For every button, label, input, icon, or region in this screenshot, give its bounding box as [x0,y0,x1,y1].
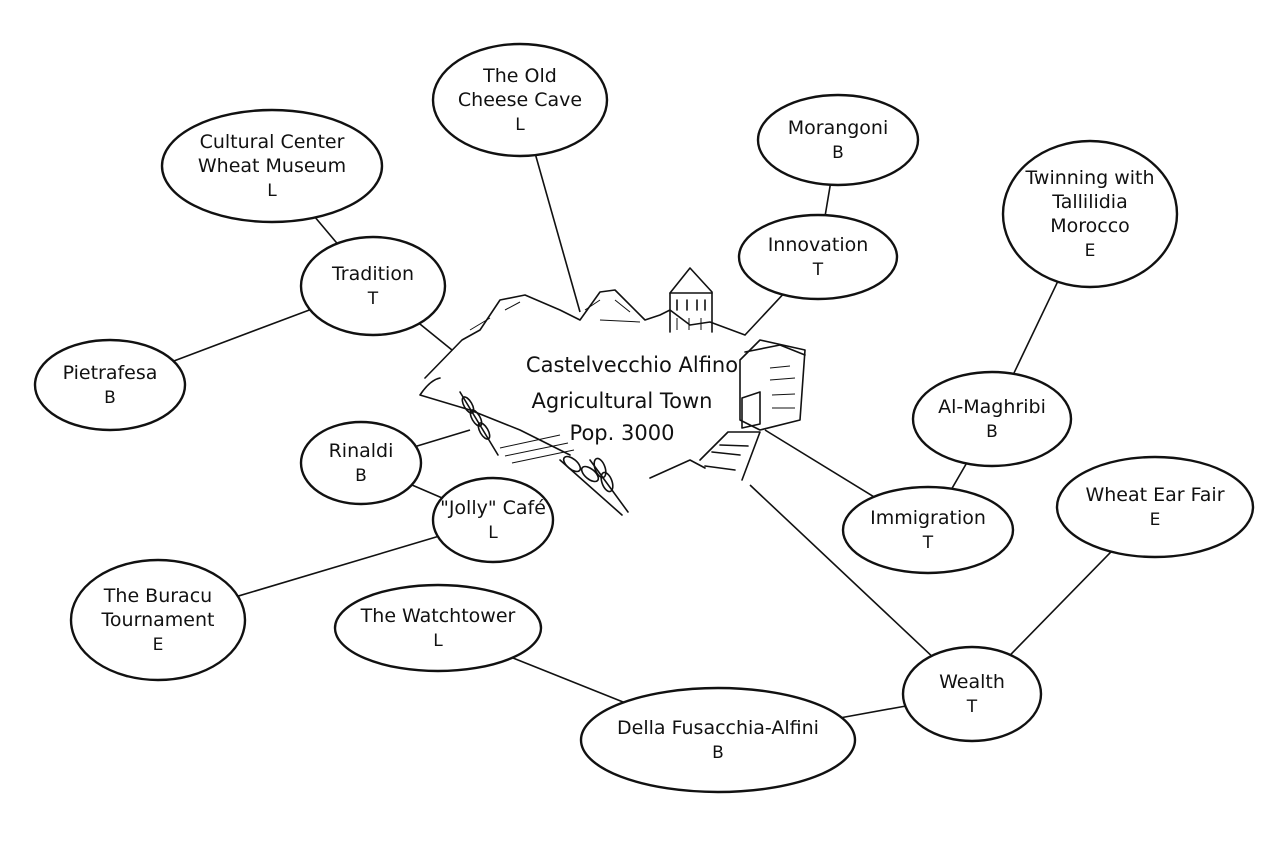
node-category-code: T [966,697,978,717]
node-label: "Jolly" Café [440,497,546,519]
edge-rinaldi-to-jolly-cafe [411,484,443,499]
edge-rinaldi-to-center [415,429,471,448]
node-ellipse [911,370,1073,468]
node-category-code: E [1150,510,1161,530]
edge-old-cheese-cave-to-center [534,154,581,313]
node-label: Tournament [101,609,215,631]
edge-morangoni-to-innovation [824,184,832,216]
edge-watchtower-to-della-fusacchia-alfini [512,656,624,704]
edge-al-maghribi-to-immigration [951,463,968,490]
node-label: Della Fusacchia-Alfini [617,717,819,739]
node-label: The Watchtower [360,605,516,627]
node-category-code: B [712,743,724,763]
node-ellipse [299,420,423,506]
node-label: Wheat Ear Fair [1085,484,1224,506]
edge-tradition-to-center [418,322,453,351]
town-illustration: Castelvecchio Alfino Agricultural Town P… [419,267,806,516]
node-label: Pietrafesa [63,362,158,384]
town-type: Agricultural Town [531,389,712,413]
node-label: Cultural Center [200,131,345,153]
wheat-ear-icon [459,391,499,456]
node-category-code: L [488,523,498,543]
node-category-code: E [153,635,164,655]
node-ellipse [33,338,187,432]
edge-immigration-to-center [764,429,875,498]
node-label: The Buracu [103,585,212,607]
node-category-code: T [812,260,824,280]
stone-house [699,339,806,481]
node-category-code: B [832,143,844,163]
node-ellipse [1001,139,1179,289]
node-category-code: E [1085,241,1096,261]
node-ellipse [431,42,609,158]
node-ellipse [160,108,384,224]
edge-tradition-to-pietrafesa [173,308,311,362]
node-ellipse [431,476,555,564]
edge-jolly-cafe-to-buracu-tournament [237,535,439,597]
node-category-code: B [104,388,116,408]
node-category-code: B [355,466,367,486]
node-category-code: L [515,115,525,135]
node-label: The Old [482,65,557,87]
edge-wealth-to-della-fusacchia-alfini [841,705,906,719]
node-label: Wheat Museum [198,155,346,177]
bell-tower [669,267,713,333]
edge-wheat-ear-fair-to-wealth [1009,551,1112,656]
hillside [419,377,706,479]
node-label: Wealth [939,671,1005,693]
node-label: Cheese Cave [458,89,582,111]
edge-cultural-center-wheat-museum-to-tradition [314,216,338,245]
node-category-code: L [267,181,277,201]
node-ellipse [579,686,857,794]
town-population: Pop. 3000 [570,421,675,445]
node-category-code: T [922,533,934,553]
town-name: Castelvecchio Alfino [526,353,738,377]
node-ellipse [756,93,920,187]
edge-wealth-to-center [749,484,933,657]
connector-lines [173,154,1112,719]
node-category-code: T [367,289,379,309]
node-category-code: B [986,422,998,442]
mountain-shading [469,299,641,331]
node-label: Innovation [768,234,869,256]
node-label: Al-Maghribi [938,396,1046,418]
node-label: Rinaldi [329,440,394,462]
node-label: Twinning with [1024,167,1154,189]
node-ellipse [1055,455,1255,559]
node-ellipse [901,645,1043,743]
node-label: Tallilidia [1051,191,1127,213]
edge-innovation-to-center [744,294,784,336]
node-ellipse [299,235,447,337]
node-label: Morangoni [788,117,889,139]
node-label: Tradition [331,263,414,285]
node-ellipse [737,213,899,301]
node-ellipse [69,558,247,682]
node-ellipse [333,583,543,673]
node-label: Morocco [1050,215,1130,237]
node-ellipse [841,485,1015,575]
field-rows [499,434,575,464]
wheat-bundle-icon [559,455,629,516]
node-label: Immigration [870,507,986,529]
node-category-code: L [433,631,443,651]
edge-twinning-tallilidia-to-al-maghribi [1012,281,1059,375]
